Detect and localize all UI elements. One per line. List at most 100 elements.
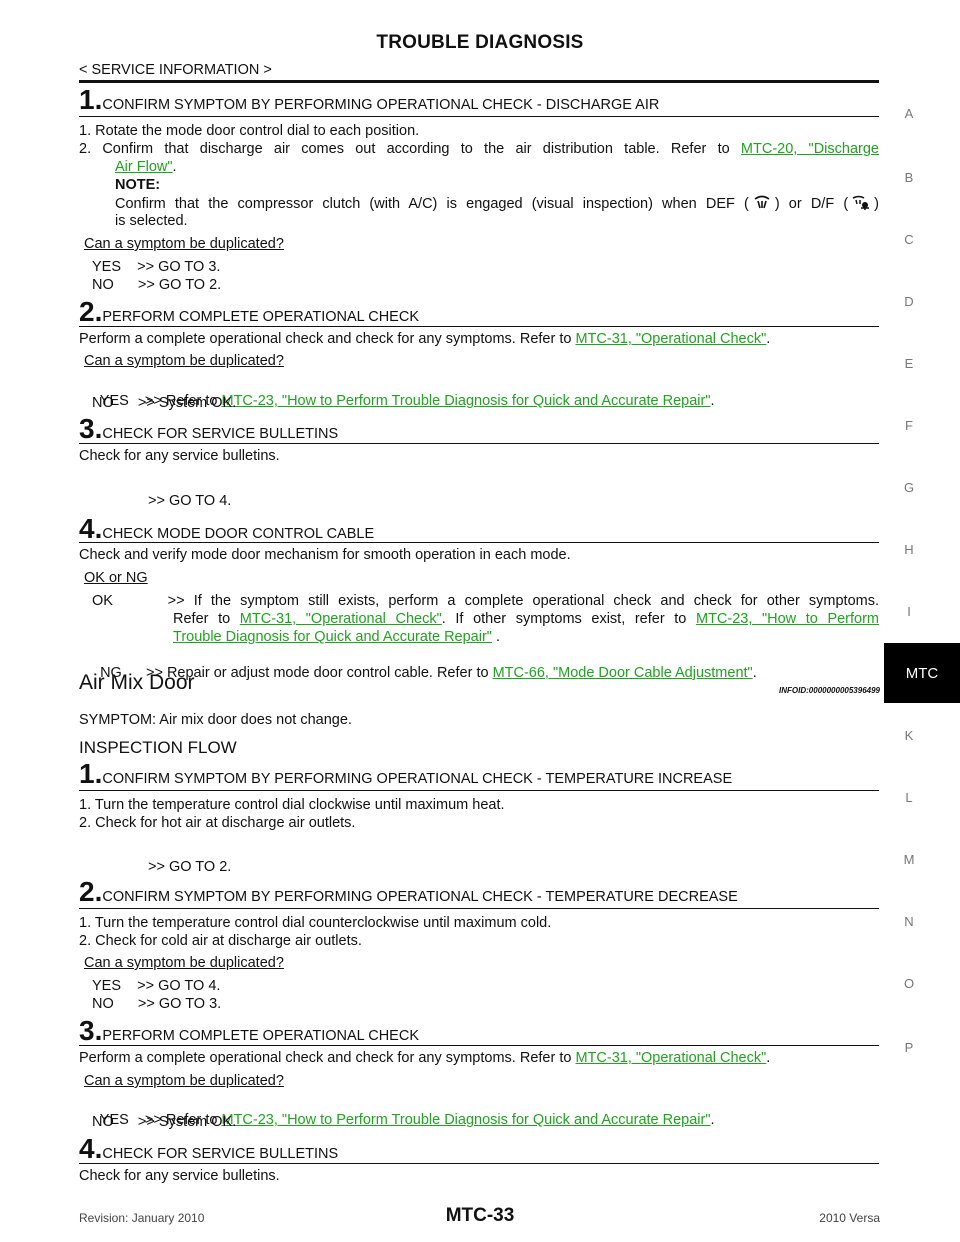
instruction-line: 2. Confirm that discharge air comes out … <box>79 141 879 157</box>
page-title: TROUBLE DIAGNOSIS <box>376 32 584 53</box>
step-title: CONFIRM SYMPTOM BY PERFORMING OPERATIONA… <box>102 97 660 113</box>
link-discharge-air-flow[interactable]: MTC-20, "Discharge <box>740 141 879 157</box>
step-heading: 3.PERFORM COMPLETE OPERATIONAL CHECK <box>79 1015 879 1047</box>
answer-no: NO >> System OK. <box>92 395 237 411</box>
side-index-e[interactable]: E <box>904 356 914 371</box>
link-how-to-perform[interactable]: Trouble Diagnosis for Quick and Accurate… <box>173 629 492 645</box>
step-heading: 4.CHECK FOR SERVICE BULLETINS <box>79 1133 879 1165</box>
step-number: 3. <box>79 413 103 444</box>
inspection-flow-title: INSPECTION FLOW <box>79 738 237 757</box>
step-title: PERFORM COMPLETE OPERATIONAL CHECK <box>102 309 419 325</box>
link-discharge-air-flow[interactable]: Air Flow" <box>115 159 173 175</box>
step-heading: 1.CONFIRM SYMPTOM BY PERFORMING OPERATIO… <box>79 758 879 790</box>
step-heading: 3.CHECK FOR SERVICE BULLETINS <box>79 413 879 445</box>
decision-question: Can a symptom be duplicated? <box>84 236 284 252</box>
side-index-o[interactable]: O <box>903 976 915 991</box>
section-title: Air Mix Door <box>79 671 195 694</box>
step-title: CHECK FOR SERVICE BULLETINS <box>102 1146 339 1162</box>
footer-revision: Revision: January 2010 <box>79 1211 205 1225</box>
step-number: 4. <box>79 513 103 544</box>
side-index-c[interactable]: C <box>904 232 914 247</box>
side-index-b[interactable]: B <box>904 170 914 185</box>
instruction-line: Perform a complete operational check and… <box>79 1050 771 1066</box>
instruction-line: 1. Rotate the mode door control dial to … <box>79 123 420 139</box>
answer-yes: YES >> Refer to MTC-23, "How to Perform … <box>99 393 715 409</box>
decision-question: Can a symptom be duplicated? <box>84 353 284 369</box>
answer-ng: NG >> Repair or adjust mode door control… <box>100 665 757 681</box>
answer-no: NO >> System OK. <box>92 1114 237 1130</box>
instruction-line: Check for any service bulletins. <box>79 1168 280 1184</box>
step-rule <box>79 326 879 327</box>
instruction-line: 1. Turn the temperature control dial cou… <box>79 915 552 931</box>
decision-question: OK or NG <box>84 570 148 586</box>
footer-model: 2010 Versa <box>819 1211 880 1225</box>
link-mode-door-cable-adjustment[interactable]: MTC-66, "Mode Door Cable Adjustment" <box>492 665 753 681</box>
note-text: is selected. <box>115 213 188 229</box>
side-index-d[interactable]: D <box>904 294 914 309</box>
step-number: 2. <box>79 296 103 327</box>
def-mode-icon <box>754 195 770 209</box>
step-heading: 1.CONFIRM SYMPTOM BY PERFORMING OPERATIO… <box>79 84 879 116</box>
goto-line: >> GO TO 2. <box>148 859 232 875</box>
step-heading: 2.CONFIRM SYMPTOM BY PERFORMING OPERATIO… <box>79 876 879 908</box>
side-index-g[interactable]: G <box>903 480 915 495</box>
side-index-f[interactable]: F <box>905 418 913 433</box>
d-f-mode-icon <box>852 195 870 210</box>
link-how-to-perform[interactable]: MTC-23, "How to Perform Trouble Diagnosi… <box>221 1112 711 1128</box>
decision-question: Can a symptom be duplicated? <box>84 955 284 971</box>
step-number: 4. <box>79 1133 103 1164</box>
link-operational-check[interactable]: MTC-31, "Operational Check" <box>239 611 442 627</box>
info-id: INFOID:0000000005396499 <box>779 686 880 695</box>
answer-ok-cont: Trouble Diagnosis for Quick and Accurate… <box>173 629 500 645</box>
goto-line: >> GO TO 4. <box>148 493 232 509</box>
answer-no: NO >> GO TO 2. <box>92 277 222 293</box>
step-title: CONFIRM SYMPTOM BY PERFORMING OPERATIONA… <box>102 771 733 787</box>
instruction-line: 1. Turn the temperature control dial clo… <box>79 797 505 813</box>
instruction-line: Perform a complete operational check and… <box>79 331 771 347</box>
answer-ok-cont: Refer to MTC-31, "Operational Check". If… <box>173 611 880 627</box>
step-rule <box>79 542 879 543</box>
symptom-text: SYMPTOM: Air mix door does not change. <box>79 712 352 728</box>
side-index-a[interactable]: A <box>904 106 914 121</box>
step-number: 1. <box>79 84 103 115</box>
side-index-k[interactable]: K <box>904 728 914 743</box>
step-rule <box>79 1163 879 1164</box>
answer-yes: YES >> Refer to MTC-23, "How to Perform … <box>99 1112 715 1128</box>
side-index-l[interactable]: L <box>905 790 913 805</box>
side-index-i[interactable]: I <box>907 604 911 619</box>
note-label: NOTE: <box>115 177 161 193</box>
side-index-mtc-tab[interactable]: MTC <box>884 643 960 703</box>
decision-question: Can a symptom be duplicated? <box>84 1073 284 1089</box>
note-text: Confirm that the compressor clutch (with… <box>115 195 880 212</box>
answer-ok: OK >> If the symptom still exists, perfo… <box>92 593 879 609</box>
instruction-line: Check and verify mode door mechanism for… <box>79 547 571 563</box>
step-heading: 4.CHECK MODE DOOR CONTROL CABLE <box>79 513 879 545</box>
link-operational-check[interactable]: MTC-31, "Operational Check" <box>575 331 767 347</box>
instruction-line: 2. Check for cold air at discharge air o… <box>79 933 362 949</box>
step-title: CHECK MODE DOOR CONTROL CABLE <box>102 526 375 542</box>
header-rule <box>79 80 879 83</box>
link-how-to-perform[interactable]: MTC-23, "How to Perform <box>695 611 880 627</box>
instruction-line: Check for any service bulletins. <box>79 448 280 464</box>
step-title: PERFORM COMPLETE OPERATIONAL CHECK <box>102 1028 419 1044</box>
instruction-line: Air Flow". <box>115 159 177 175</box>
page-number: MTC-33 <box>445 1205 515 1226</box>
step-number: 1. <box>79 758 103 789</box>
side-index-n[interactable]: N <box>904 914 914 929</box>
link-operational-check[interactable]: MTC-31, "Operational Check" <box>575 1050 767 1066</box>
step-number: 2. <box>79 876 103 907</box>
side-index-h[interactable]: H <box>904 542 914 557</box>
instruction-line: 2. Check for hot air at discharge air ou… <box>79 815 356 831</box>
answer-yes: YES >> GO TO 4. <box>92 978 221 994</box>
step-rule <box>79 790 879 791</box>
answer-no: NO >> GO TO 3. <box>92 996 222 1012</box>
side-index-m[interactable]: M <box>903 852 915 867</box>
step-title: CHECK FOR SERVICE BULLETINS <box>102 426 339 442</box>
step-rule <box>79 116 879 117</box>
step-number: 3. <box>79 1015 103 1046</box>
step-rule <box>79 1045 879 1046</box>
step-rule <box>79 908 879 909</box>
link-how-to-perform[interactable]: MTC-23, "How to Perform Trouble Diagnosi… <box>221 393 711 409</box>
side-index-p[interactable]: P <box>904 1040 914 1055</box>
page-subtitle: < SERVICE INFORMATION > <box>79 62 272 78</box>
